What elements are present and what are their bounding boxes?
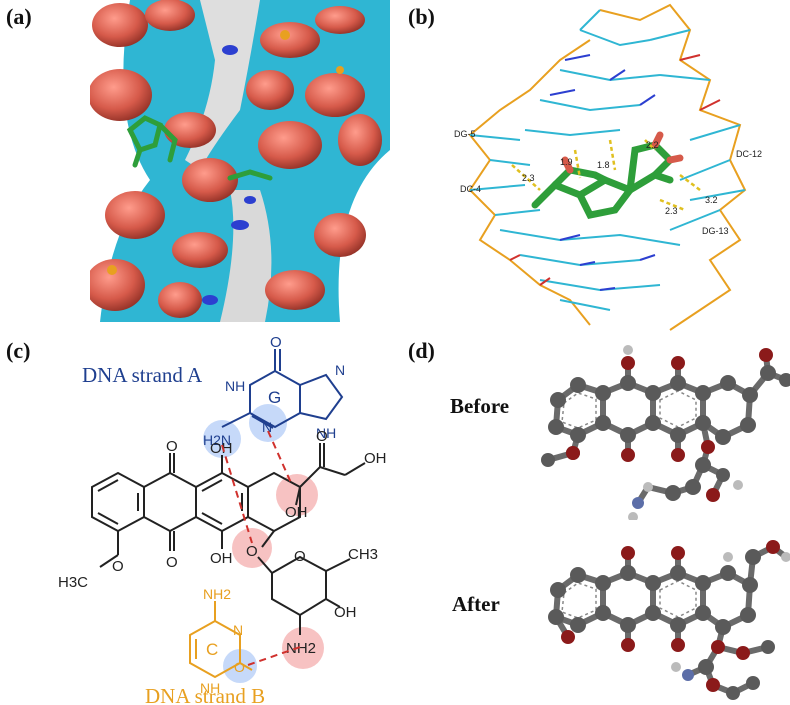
guanine-base <box>221 349 344 429</box>
panel-label-d: (d) <box>408 338 435 363</box>
residue-label-dc12: DC-12 <box>736 149 762 159</box>
panel-b-stick-model: DG-5 DC-4 DC-12 DG-13 1.9 1.8 2.2 2.3 3.… <box>454 3 762 331</box>
methoxy-o: O <box>112 558 124 575</box>
hydrogen-atoms <box>671 552 790 681</box>
strand-a-label: DNA strand A <box>82 363 203 387</box>
guanine-n: N <box>262 419 272 435</box>
distance-label: 1.9 <box>560 157 573 167</box>
hbond-lines <box>221 430 301 666</box>
glycosidic-o: O <box>246 543 258 560</box>
oxygen-atoms <box>566 348 773 502</box>
residue-label-dg5: DG-5 <box>454 129 476 139</box>
after-ball-stick-model <box>548 540 790 700</box>
hbond-highlights <box>203 404 324 683</box>
guanine-nh: NH <box>316 425 336 441</box>
strand-b-label: DNA strand B <box>145 684 265 705</box>
residue-label-dg13: DG-13 <box>702 226 729 236</box>
ketone-o: O <box>316 428 328 445</box>
panel-label-b: (b) <box>408 4 435 29</box>
panel-a-surface-render <box>90 0 390 322</box>
cytosine-o: O <box>234 659 245 675</box>
sugar-oh: OH <box>334 604 357 621</box>
phenol-oh-top: OH <box>210 440 233 457</box>
doxorubicin-core <box>91 443 366 568</box>
guanine-n: N <box>335 362 345 378</box>
tertiary-oh: OH <box>285 504 308 521</box>
oxygen-atoms <box>561 540 780 692</box>
after-label: After <box>452 592 500 616</box>
cytosine-nh2: NH2 <box>203 586 231 602</box>
guanine-carbonyl-o: O <box>270 335 282 351</box>
guanine-label: G <box>268 388 281 407</box>
surface-oxygen-blobs <box>90 0 382 318</box>
guanine-h2n: H2N <box>203 432 231 448</box>
panel-label-c: (c) <box>6 338 31 363</box>
distance-label: 3.2 <box>705 195 718 205</box>
drug-molecule-sticks <box>126 115 273 181</box>
panel-label-a: (a) <box>6 4 32 29</box>
hydrogen-atoms <box>623 345 743 520</box>
cytosine-label: C <box>206 640 218 659</box>
panel-c-chemical-structure: O NH G N N NH H2N DNA strand A O O OH OH… <box>58 335 387 705</box>
distance-label: 2.3 <box>522 173 535 183</box>
side-chain-oh: OH <box>364 450 387 467</box>
residue-label-dc4: DC-4 <box>460 184 481 194</box>
distance-label: 1.8 <box>597 160 610 170</box>
drug-molecule-sticks <box>531 141 675 219</box>
phenol-oh-bottom: OH <box>210 550 233 567</box>
sugar-ring-o: O <box>294 548 306 565</box>
sugar-nh2: NH2 <box>286 640 316 657</box>
sugar-ch3: CH3 <box>348 546 378 563</box>
daunosamine-sugar <box>257 555 351 635</box>
distance-label: 2.2 <box>646 140 659 150</box>
before-label: Before <box>450 394 510 418</box>
cytosine-n: N <box>233 622 243 638</box>
quinone-o-bottom: O <box>166 554 178 571</box>
guanine-nh: NH <box>225 378 245 394</box>
cytosine-nh: NH <box>200 680 220 696</box>
cytosine-base <box>189 601 253 679</box>
distance-label: 2.3 <box>665 206 678 216</box>
before-ball-stick-model <box>541 345 790 520</box>
carbon-atoms <box>548 549 775 700</box>
carbon-atoms <box>541 365 790 501</box>
quinone-o-top: O <box>166 438 178 455</box>
methoxy-h3c: H3C <box>58 574 88 591</box>
